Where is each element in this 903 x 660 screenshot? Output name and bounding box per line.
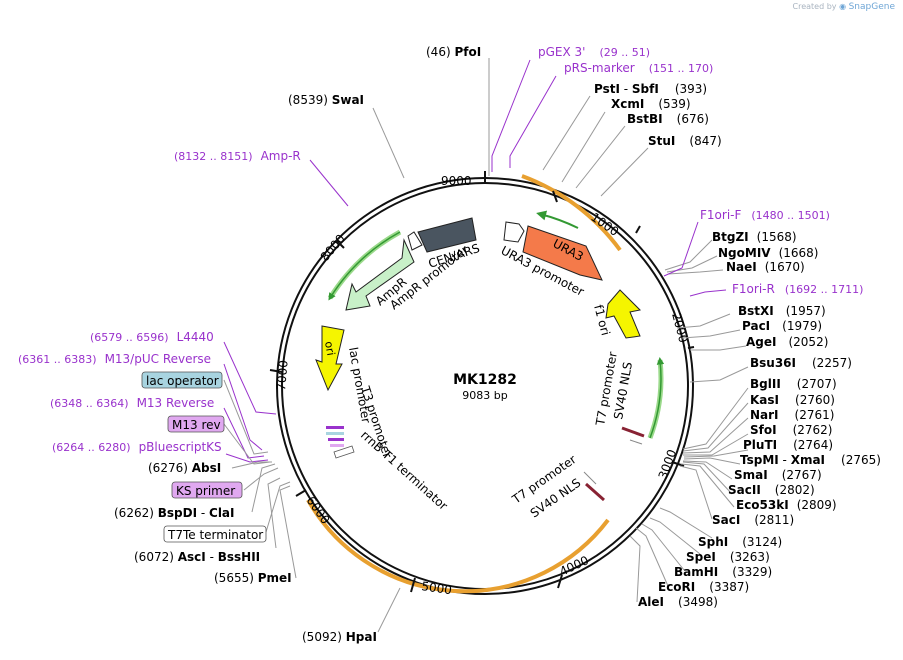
t7-promoter-lower [583, 471, 597, 485]
primer-l4440[interactable]: (6579 .. 6596)L4440 [90, 330, 214, 344]
primer-pbluescriptks[interactable]: (6264 .. 6280)pBluescriptKS [52, 440, 222, 454]
credit-brand: SnapGene [848, 2, 895, 12]
primer-f1ori-r[interactable]: F1ori-R(1692 .. 1711) [732, 282, 863, 296]
tick-label-5000: 5000 [421, 579, 453, 597]
enzyme-agei[interactable]: AgeI(2052) [746, 335, 828, 349]
cen-ars-box [417, 217, 477, 253]
enzyme-absi[interactable]: (6276) AbsI [148, 461, 221, 475]
connector-lines [231, 58, 749, 633]
enzyme-bglii[interactable]: BglII(2707) [750, 377, 837, 391]
feature-arc-green-2-line [328, 231, 401, 301]
box-t7te-terminator[interactable]: T7Te terminator [163, 525, 267, 543]
enzyme-kasi[interactable]: KasI(2760) [750, 393, 835, 407]
enzyme-smai[interactable]: SmaI(2767) [734, 468, 822, 482]
box-lac-operator-label: lac operator [146, 374, 219, 388]
feature-arc-orange-1 [521, 174, 622, 252]
enzyme-stui[interactable]: StuI(847) [648, 134, 722, 148]
enzyme-psti-sbfi[interactable]: PstI - SbfI(393) [594, 82, 707, 96]
t7-promoter-upper [629, 439, 643, 445]
ori-arrow [315, 325, 345, 392]
enzyme-bamhi[interactable]: BamHI(3329) [674, 565, 772, 579]
enzyme-sphi[interactable]: SphI(3124) [698, 535, 782, 549]
tick-marks [269, 171, 695, 593]
enzyme-pfoi[interactable]: (46) PfoI [426, 45, 481, 59]
box-m13-rev-label: M13 rev [172, 418, 221, 432]
feature-arc-orange-2 [306, 499, 610, 594]
enzyme-alei[interactable]: AleI(3498) [638, 595, 718, 609]
tick-label-7000: 7000 [274, 360, 291, 392]
feature-arc-green-1 [536, 210, 579, 229]
primer-pgex3[interactable]: pGEX 3'(29 .. 51) [538, 45, 650, 59]
box-lac-operator[interactable]: lac operator [141, 371, 223, 389]
feature-arc-green-3-line [649, 357, 665, 439]
f1-ori-arrow [605, 289, 642, 339]
enzyme-pmei[interactable]: (5655) PmeI [214, 571, 292, 585]
enzyme-ngomiv[interactable]: NgoMIV(1668) [718, 246, 818, 260]
box-m13-rev[interactable]: M13 rev [167, 415, 225, 433]
enzyme-sfoi[interactable]: SfoI(2762) [750, 423, 832, 437]
enzyme-spei[interactable]: SpeI(3263) [686, 550, 770, 564]
primer-m13-reverse[interactable]: (6348 .. 6364)M13 Reverse [50, 396, 214, 410]
box-t7te-label: T7Te terminator [167, 528, 263, 542]
tick-label-1000: 1000 [588, 210, 621, 239]
primer-prs-marker[interactable]: pRS-marker(151 .. 170) [564, 61, 713, 75]
snapgene-credit: Created by ◉ SnapGene [793, 2, 896, 12]
enzyme-eco53ki[interactable]: Eco53kI(2809) [736, 498, 837, 512]
primer-m13-puc-reverse[interactable]: (6361 .. 6383)M13/pUC Reverse [18, 352, 211, 366]
ampr-promoter-arrow [407, 231, 423, 251]
primer-amp-r[interactable]: (8132 .. 8151)Amp-R [174, 149, 301, 163]
enzyme-naei[interactable]: NaeI(1670) [726, 260, 805, 274]
primer-f1ori-f[interactable]: F1ori-F(1480 .. 1501) [700, 208, 830, 222]
enzyme-btgzi[interactable]: BtgZI(1568) [712, 230, 797, 244]
enzyme-saci[interactable]: SacI(2811) [712, 513, 794, 527]
sv40-nls-lower [585, 482, 605, 502]
primer-connectors [223, 59, 727, 463]
enzyme-bstbi[interactable]: BstBI(676) [627, 112, 709, 126]
box-ks-primer-label: KS primer [176, 484, 235, 498]
enzyme-bstxi[interactable]: BstXI(1957) [738, 304, 826, 318]
enzyme-pluti[interactable]: PluTI(2764) [743, 438, 833, 452]
ura3-promoter-arrow [503, 221, 525, 243]
credit-prefix: Created by [792, 2, 837, 11]
plasmid-length: 9083 bp [462, 389, 507, 402]
enzyme-bspdi-clai[interactable]: (6262) BspDI - ClaI [114, 506, 235, 520]
box-ks-primer[interactable]: KS primer [171, 481, 243, 499]
enzyme-hpai[interactable]: (5092) HpaI [302, 630, 377, 644]
snapgene-logo-icon: ◉ [839, 2, 847, 11]
enzyme-sacii[interactable]: SacII(2802) [728, 483, 815, 497]
sv40-nls-upper [621, 426, 645, 438]
box-connectors [223, 379, 291, 533]
enzyme-tspmi-xmai[interactable]: TspMI - XmaI(2765) [740, 453, 881, 467]
feature-label-ori: ori [322, 340, 337, 356]
plasmid-name: MK1282 [453, 372, 517, 388]
enzyme-ecori[interactable]: EcoRI(3387) [658, 580, 749, 594]
feature-label-rrnb-t1: rrnB T1 terminator [358, 428, 450, 513]
lac-t3-feature-cluster [326, 426, 355, 459]
tick-label-9000: 9000 [441, 174, 472, 188]
enzyme-bsu36i[interactable]: Bsu36I(2257) [750, 356, 852, 370]
enzyme-paci[interactable]: PacI(1979) [742, 319, 822, 333]
enzyme-xcmi[interactable]: XcmI(539) [611, 97, 691, 111]
enzyme-swai[interactable]: (8539) SwaI [288, 93, 364, 107]
ampr-arrow [345, 238, 415, 311]
enzyme-nari[interactable]: NarI(2761) [750, 408, 834, 422]
enzyme-asci-bsshii[interactable]: (6072) AscI - BssHII [134, 550, 260, 564]
ura3-arrow [522, 225, 603, 281]
